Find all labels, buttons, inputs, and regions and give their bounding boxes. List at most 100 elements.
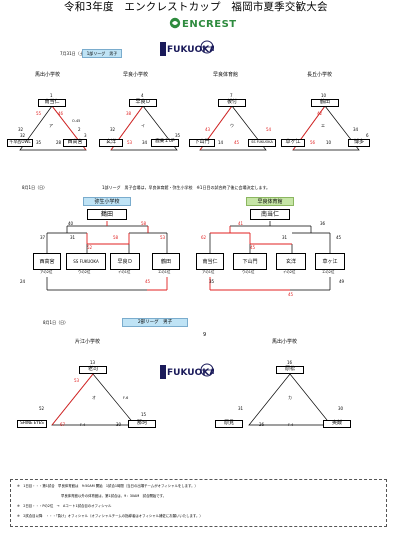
svg-text:FUKUOKA: FUKUOKA [167,45,214,55]
score: 53 [127,140,133,145]
team-right: 奥飯 [323,420,351,428]
score: 38 [126,111,132,116]
match-number: 16 [287,360,293,365]
note-line: ※ 2試合目以降 ・・・「負け」オフィシャル（オフィシャルチームの指導者はオフィ… [17,514,203,518]
team-right: 西高宮 [63,139,87,147]
score: 52 [87,245,93,250]
seed-label: イの2位 [283,270,296,274]
team-top: 老司 [79,366,107,374]
court-code: F-6 [123,396,129,400]
encrest-logo-text: ENCREST [182,19,237,29]
score: 35 [209,279,215,284]
day1-league: 1部リーグ 男子 [82,49,122,58]
team-left: 下山門 [189,139,215,147]
encrest-logo: ENCREST [168,16,238,30]
day2-date: 8月1日（日） [22,185,48,190]
match-number: 1 [50,93,53,98]
score: 54 [266,127,272,132]
score: 35 [175,133,181,138]
score: 56 [310,140,316,145]
fukuoka-logo-icon: FUKUOKA [160,363,216,379]
seed-label: ウの1位 [242,270,255,274]
note-line: ※ 1日目・・・第1試合 早良体育館は 9:50AM 開始 1試合1時間（当日の… [17,484,198,488]
day1-venue: 馬出小学校 [35,72,61,78]
match-number: 10 [321,93,327,98]
score: 32 [110,127,116,132]
score: 58 [141,221,147,226]
team-left: 千早西OWL [7,139,33,147]
score: 26 [259,422,265,427]
group-letter: カ [288,395,292,400]
team: 早良Ｄ [110,253,140,270]
score: 10 [326,140,332,145]
score: 34 [353,127,359,132]
group-letter: イ [141,123,145,128]
score: 3 [84,133,87,138]
team-left: 原見 [215,420,243,428]
team-top: 原松 [276,366,304,374]
score: 28 [56,140,62,145]
court-code: O-45 [72,119,81,123]
seed-label: アの2位 [40,270,53,274]
notes-box: ※ 1日目・・・第1試合 早良体育館は 9:50AM 開始 1試合1時間（当日の… [10,479,387,527]
score: 31 [238,406,244,411]
seed-label: ウの2位 [78,270,91,274]
day1-venue: 長丘小学校 [307,72,333,78]
team-right: 博多 [348,139,370,147]
fukuoka-logo: FUKUOKA [160,40,216,58]
team-top: 板付 [218,99,246,107]
winner-left: 鶴田 [87,209,127,220]
team: 西高宮 [33,253,61,270]
score: 52 [39,406,45,411]
score: 30 [116,422,122,427]
group-letter: エ [321,123,325,128]
match-number: 13 [90,360,96,365]
seed-label: アの1位 [202,270,215,274]
score: 34 [142,140,148,145]
team: 玄洋 [276,253,306,270]
team: SS FUKUOKA [66,253,106,270]
svg-text:FUKUOKA: FUKUOKA [167,368,214,378]
score: 24 [20,279,26,284]
day3-venue: 馬出小学校 [272,339,298,345]
day3-date: 8月1日（日） [43,320,69,325]
score: 45 [250,245,256,250]
score: 45 [234,140,240,145]
day1-venue: 早良小学校 [123,72,149,78]
score: 6 [366,133,369,138]
note-line: ※ 2日目・・・Pの2位 → Aコート1試合目のオフィシャル [17,504,112,508]
team-left: 草ヶ江 [281,139,305,147]
score: 32 [18,127,24,132]
score: 14 [218,140,224,145]
score: 49 [339,279,345,284]
team: 下山門 [233,253,267,270]
seed-label: イの1位 [118,270,131,274]
score: 55 [36,111,42,116]
group-letter: ウ [230,123,234,128]
score: 32 [20,133,26,138]
score: 41 [238,221,244,226]
team: 草ヶ江 [315,253,345,270]
seed-label: エの1位 [158,270,171,274]
score: 37 [40,235,46,240]
note-line: 早良体育館以外の体育館は，第1試合は，9：30AM 試合開始です。 [61,494,167,498]
right-venue: 早良体育館 [246,197,294,206]
score: 31 [70,235,76,240]
score: 35 [36,140,42,145]
score: 45 [145,279,151,284]
score: 43 [205,127,211,132]
team-right: 鹿乗１UP [151,139,179,147]
team-top: 早良Ｄ [129,99,157,107]
group-letter: オ [92,395,96,400]
score: 40 [68,221,74,226]
team-left: SHINE EYES [17,420,47,428]
team: 鶴田 [152,253,180,270]
score: 58 [113,235,119,240]
fukuoka-logo-icon: FUKUOKA [160,40,216,56]
court-code: F-4 [288,423,294,427]
score: 31 [282,235,288,240]
score: 46 [58,111,64,116]
left-venue: 弥生小学校 [83,197,131,206]
match-number: 4 [141,93,144,98]
